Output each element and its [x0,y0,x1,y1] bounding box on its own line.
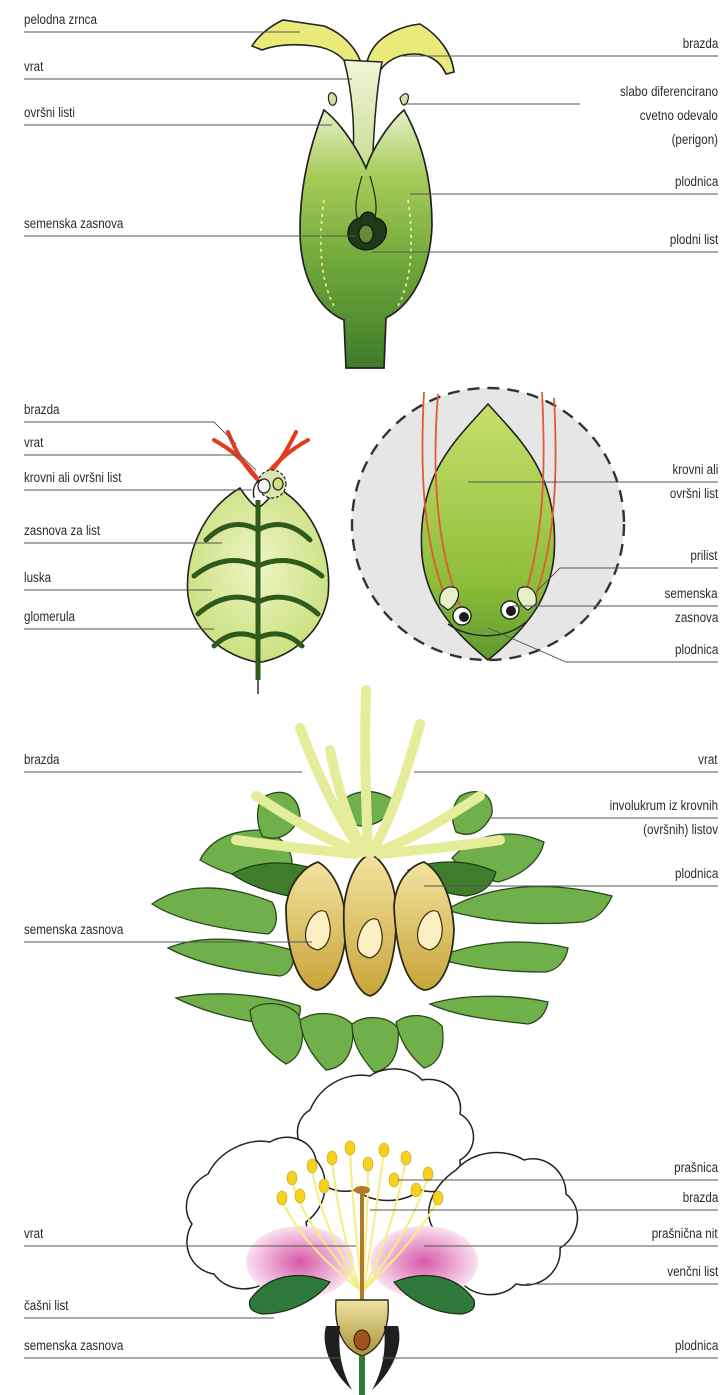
label-style: vrat [699,750,718,770]
label-ovule: semenska zasnova [24,920,123,940]
label-ovary: plodnica [675,1336,718,1356]
label-bract-line-1: krovni ali [672,460,718,480]
label-style: vrat [24,1224,43,1244]
label-bracts: ovršni listi [24,103,75,123]
label-ovary: plodnica [675,864,718,884]
label-perigon-line-3: (perigon) [672,130,718,150]
figure-3-illustration [152,690,612,1072]
label-bract-line-2: ovršni list [670,484,718,504]
label-ovule: semenska zasnova [24,1336,123,1356]
label-scale: luska [24,568,51,588]
label-perigon-line-2: cvetno odevalo [640,106,718,126]
label-leaf-primordium: zasnova za list [24,521,100,541]
label-stigma: brazda [24,750,60,770]
label-style: vrat [24,433,43,453]
label-carpel: plodni list [670,230,718,250]
label-involucrum-line-2: (ovršnih) listov [643,820,718,840]
label-sepal: čašni list [24,1296,69,1316]
label-perigon-line-1: slabo diferencirano [620,82,718,102]
label-glomerule: glomerula [24,607,75,627]
label-anther: prašnica [674,1158,718,1178]
label-pollen-grains: pelodna zrnca [24,10,97,30]
label-petal: venčni list [667,1262,718,1282]
label-stipule: prilist [691,546,718,566]
label-stigma: brazda [682,34,718,54]
label-ovary: plodnica [675,172,718,192]
label-bract: krovni ali ovršni list [24,468,121,488]
label-ovule: semenska zasnova [24,214,123,234]
label-ovule-line-1: semenska [665,584,718,604]
label-style: vrat [24,57,43,77]
label-stigma: brazda [682,1188,718,1208]
label-involucrum-line-1: involukrum iz krovnih [610,796,718,816]
label-ovary: plodnica [675,640,718,660]
figure-4-illustration [186,1069,577,1395]
figure-2-zoom-illustration [352,388,624,660]
label-stigma: brazda [24,400,60,420]
label-filament: prašnična nit [652,1224,718,1244]
label-ovule-line-2: zasnova [675,608,718,628]
figure-2-glomerule-illustration [187,432,328,694]
